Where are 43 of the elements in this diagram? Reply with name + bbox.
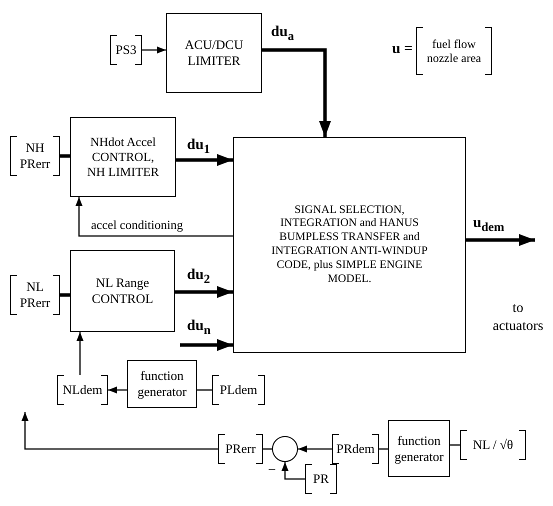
arrow xyxy=(176,154,233,166)
block-text: NL PRerr xyxy=(18,279,52,311)
arrow xyxy=(142,46,166,54)
limiter-block xyxy=(166,13,262,93)
block-text: NL Range CONTROL xyxy=(90,275,154,307)
summing-junction xyxy=(272,436,298,462)
arrow xyxy=(76,332,84,375)
control-block xyxy=(70,117,176,197)
arrow xyxy=(262,48,331,137)
destination-label: to actuators xyxy=(492,300,544,335)
edge-label: accel conditioning xyxy=(90,219,184,233)
arrow xyxy=(108,386,127,394)
connector-line xyxy=(450,444,460,446)
block-text: NLdem xyxy=(62,382,102,398)
block-text: function generator xyxy=(393,432,445,464)
block-text: PS3 xyxy=(116,42,136,58)
arrow xyxy=(180,339,233,351)
block-text: PR xyxy=(313,471,329,487)
block-text: fuel flow nozzle area xyxy=(426,36,482,66)
connector-line xyxy=(60,154,70,158)
block-text: NL / √θ xyxy=(472,437,514,453)
control-block xyxy=(70,250,175,332)
connector-line xyxy=(60,293,70,297)
block-text: SIGNAL SELECTION, INTEGRATION and HANUS BUMPLESS TRANSFER and INTEGRATION ANTI-WINDUP CODE, plus SIMPLE ENGINE MODEL. xyxy=(270,204,429,286)
arrow xyxy=(175,286,233,298)
block-text: ACU/DCU LIMITER xyxy=(184,37,244,69)
block-text: NHdot Accel CONTROL, NH LIMITER xyxy=(86,134,160,180)
arrow xyxy=(466,234,535,246)
block-text: PRerr xyxy=(225,441,256,457)
arrow xyxy=(298,446,332,452)
function-block xyxy=(388,420,450,477)
block-text: NH PRerr xyxy=(18,140,52,172)
arrow xyxy=(22,412,218,450)
block-text: PRdem xyxy=(336,441,375,457)
block-text: function generator xyxy=(136,368,188,400)
arrow xyxy=(282,462,305,480)
connector-line xyxy=(197,389,212,391)
arrow xyxy=(76,197,233,237)
equation-text: u = xyxy=(392,41,413,58)
processing-block xyxy=(233,137,466,353)
function-block xyxy=(127,360,197,408)
block-text: PLdem xyxy=(220,382,258,398)
minus-sign: − xyxy=(267,462,277,480)
